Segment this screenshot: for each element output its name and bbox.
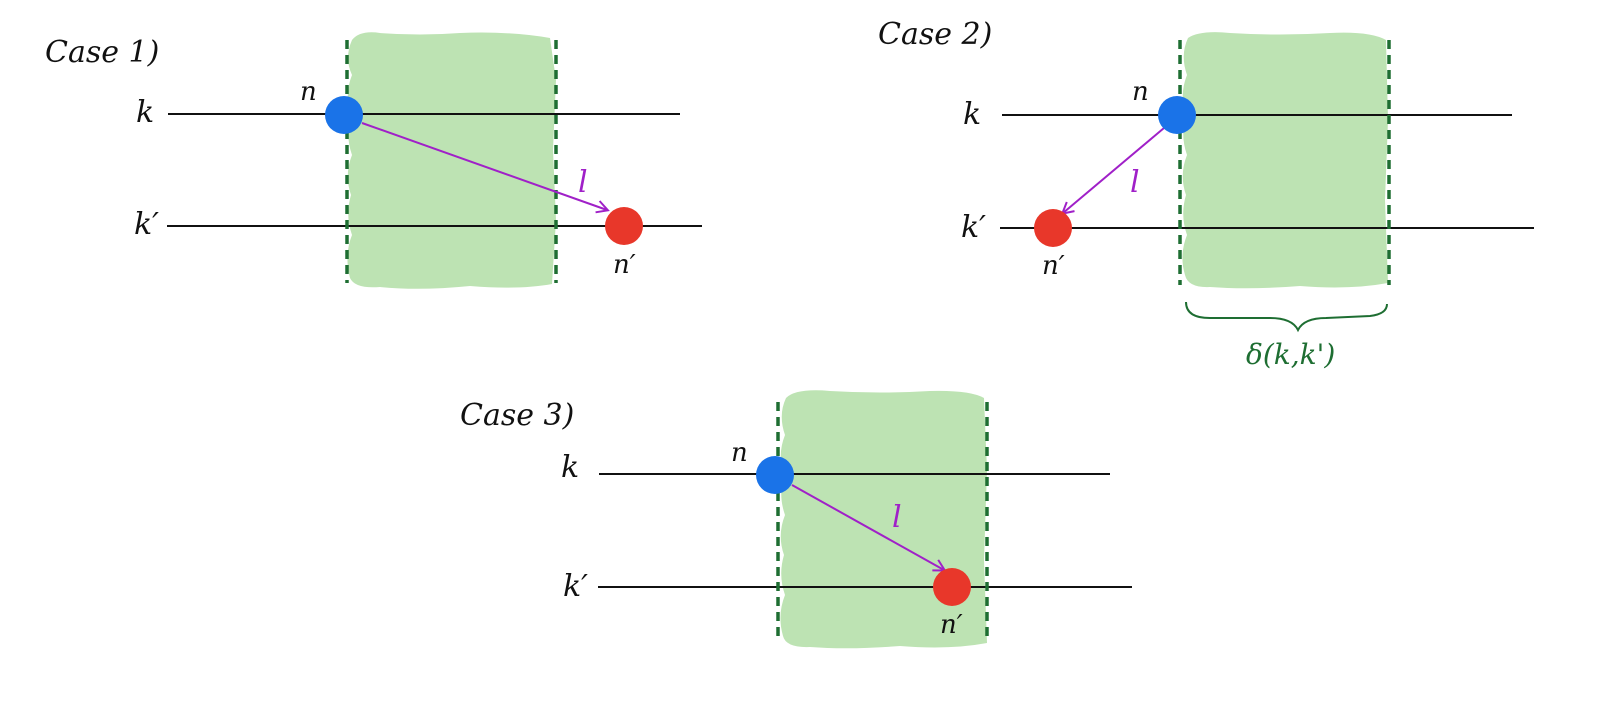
case-2-row-k-prime-label: k′	[961, 210, 986, 245]
case-3-node-n-prime-label: n′	[940, 610, 963, 640]
case-2-arrow-l	[1063, 127, 1165, 213]
case-3-node-n-label: n	[731, 438, 748, 468]
case-1-arrow-l	[361, 122, 607, 210]
case-2-node-n	[1158, 96, 1196, 134]
case-2-arrow-label: l	[1130, 165, 1140, 200]
case-2-delta-brace	[1185, 301, 1388, 333]
case-3-row-k-prime-label: k′	[563, 569, 588, 604]
case-1-node-n-prime	[605, 207, 643, 245]
case-3-panel: Case 3) k k′ l n n′	[460, 390, 1132, 649]
case-2-shaded-band	[1182, 32, 1388, 289]
case-1-node-n-label: n	[300, 77, 317, 107]
case-2-delta-label: δ(k,k')	[1246, 338, 1335, 371]
case-3-arrow-label: l	[892, 500, 902, 535]
case-2-node-n-label: n	[1132, 77, 1149, 107]
case-1-row-k-label: k	[136, 95, 154, 130]
case-3-title: Case 3)	[460, 398, 574, 433]
case-1-panel: Case 1) k k′ l n n′	[45, 32, 702, 289]
case-1-arrow-label: l	[578, 165, 588, 200]
case-2-title: Case 2)	[878, 17, 992, 52]
case-2-node-n-prime	[1034, 209, 1072, 247]
case-1-node-n	[325, 96, 363, 134]
case-1-title: Case 1)	[45, 35, 159, 70]
case-3-arrow-l	[791, 484, 944, 570]
case-2-row-k-label: k	[963, 97, 981, 132]
case-2-node-n-prime-label: n′	[1042, 251, 1065, 281]
case-3-node-n	[756, 456, 794, 494]
case-1-node-n-prime-label: n′	[613, 250, 636, 280]
case-2-panel: Case 2) k k′ l n n′ δ(k,k')	[878, 17, 1534, 371]
case-3-node-n-prime	[933, 568, 971, 606]
case-1-shaded-band	[347, 32, 556, 289]
case-3-row-k-label: k	[561, 450, 579, 485]
case-1-row-k-prime-label: k′	[134, 207, 159, 242]
